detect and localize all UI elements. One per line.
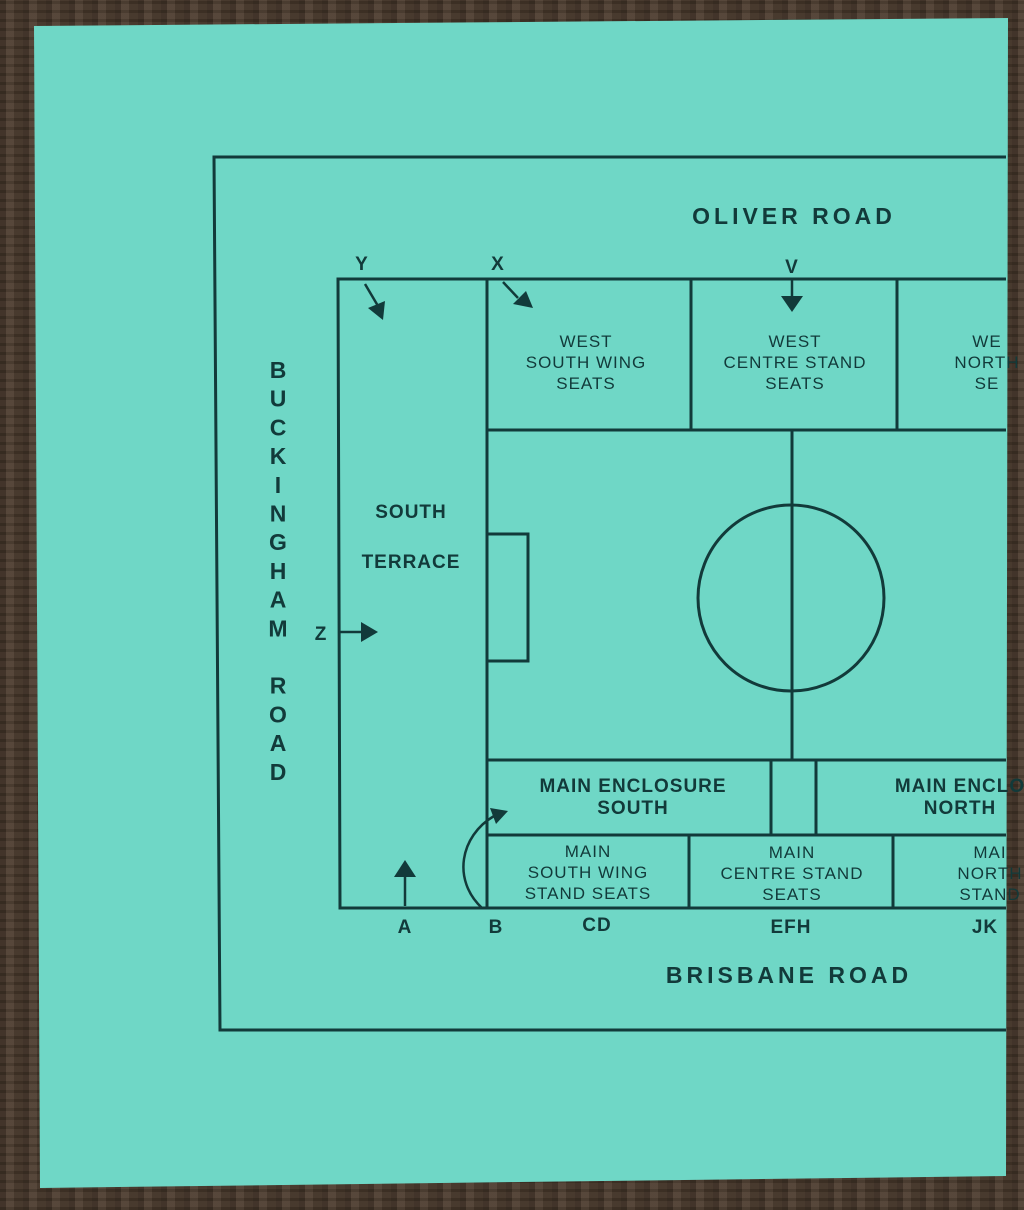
road-letter: C <box>270 414 287 440</box>
stand-west-south-wing: WEST SOUTH WING SEATS <box>526 332 647 393</box>
stand-label-line: STAND <box>959 885 1020 904</box>
stand-label-line: WEST <box>768 332 821 351</box>
road-oliver: OLIVER ROAD <box>692 203 896 229</box>
stand-label-line: SOUTH <box>375 502 447 523</box>
stand-label-line: CENTRE STAND <box>724 353 867 372</box>
stand-label-line: SOUTH WING <box>526 353 647 372</box>
road-letter: N <box>270 501 287 527</box>
gate-a: A <box>398 917 413 938</box>
road-letter: M <box>268 615 287 641</box>
road-letter: G <box>269 529 287 555</box>
stand-label-line: SEATS <box>556 374 615 393</box>
gate-b: B <box>489 917 504 938</box>
gate-z: Z <box>315 624 328 645</box>
stand-label-line: MAI <box>973 843 1006 862</box>
road-letter: B <box>270 357 287 383</box>
road-brisbane: BRISBANE ROAD <box>666 962 912 988</box>
road-letter: H <box>270 558 287 584</box>
road-letter: A <box>270 587 287 613</box>
arrow-v-icon <box>781 278 803 312</box>
gate-x: X <box>491 254 505 275</box>
stand-label-line: NORTH <box>957 864 1022 883</box>
road-letter: A <box>270 730 287 756</box>
stand-label-line: MAIN ENCLO <box>895 776 1024 797</box>
gate-v: V <box>785 257 799 278</box>
road-letter: D <box>270 759 287 785</box>
stand-label-line: SEATS <box>765 374 824 393</box>
stand-label-line: CENTRE STAND <box>721 864 864 883</box>
stand-main-centre: MAIN CENTRE STAND SEATS <box>721 843 864 904</box>
stand-label-line: WE <box>972 332 1001 351</box>
stand-label-line: NORTH <box>924 798 997 819</box>
stand-west-north: WE NORTH SE <box>954 332 1019 393</box>
arrow-b-curved-icon <box>462 808 508 909</box>
gate-jk: JK <box>972 917 998 938</box>
arrow-a-icon <box>394 860 416 906</box>
gate-cd: CD <box>582 915 611 936</box>
stand-label-line: TERRACE <box>362 552 461 573</box>
ground-outline <box>336 277 1006 910</box>
outer-frame <box>212 155 1006 1032</box>
stand-label-line: MAIN ENCLOSURE <box>539 776 726 797</box>
stand-main-south-wing: MAIN SOUTH WING STAND SEATS <box>525 842 652 903</box>
stand-label-line: SE <box>975 374 1000 393</box>
stand-label-line: SEATS <box>762 885 821 904</box>
stand-label-line: MAIN <box>565 842 612 861</box>
stand-label-line: SOUTH WING <box>528 863 649 882</box>
gate-y: Y <box>355 254 369 275</box>
stand-label-line: SOUTH <box>597 798 669 819</box>
stand-label-line: WEST <box>559 332 612 351</box>
arrow-y-icon <box>363 283 385 320</box>
gate-efh: EFH <box>771 917 812 938</box>
stand-south-terrace: SOUTH TERRACE <box>362 502 461 573</box>
stand-label-line: NORTH <box>954 353 1019 372</box>
arrow-z-icon <box>340 622 378 642</box>
arrow-x-icon <box>502 281 533 308</box>
road-letter: O <box>269 701 287 727</box>
stand-label-line: MAIN <box>769 843 816 862</box>
road-letter: R <box>270 673 287 699</box>
stand-label-line: STAND SEATS <box>525 884 652 903</box>
ticket-paper <box>34 18 1008 1188</box>
stand-main-north: MAI NORTH STAND <box>957 843 1022 904</box>
centre-circle <box>696 503 886 693</box>
stand-west-centre: WEST CENTRE STAND SEATS <box>724 332 867 393</box>
road-letter: U <box>270 386 287 412</box>
road-letter: K <box>270 443 287 469</box>
goal-area <box>485 532 530 663</box>
road-letter: I <box>275 472 281 498</box>
